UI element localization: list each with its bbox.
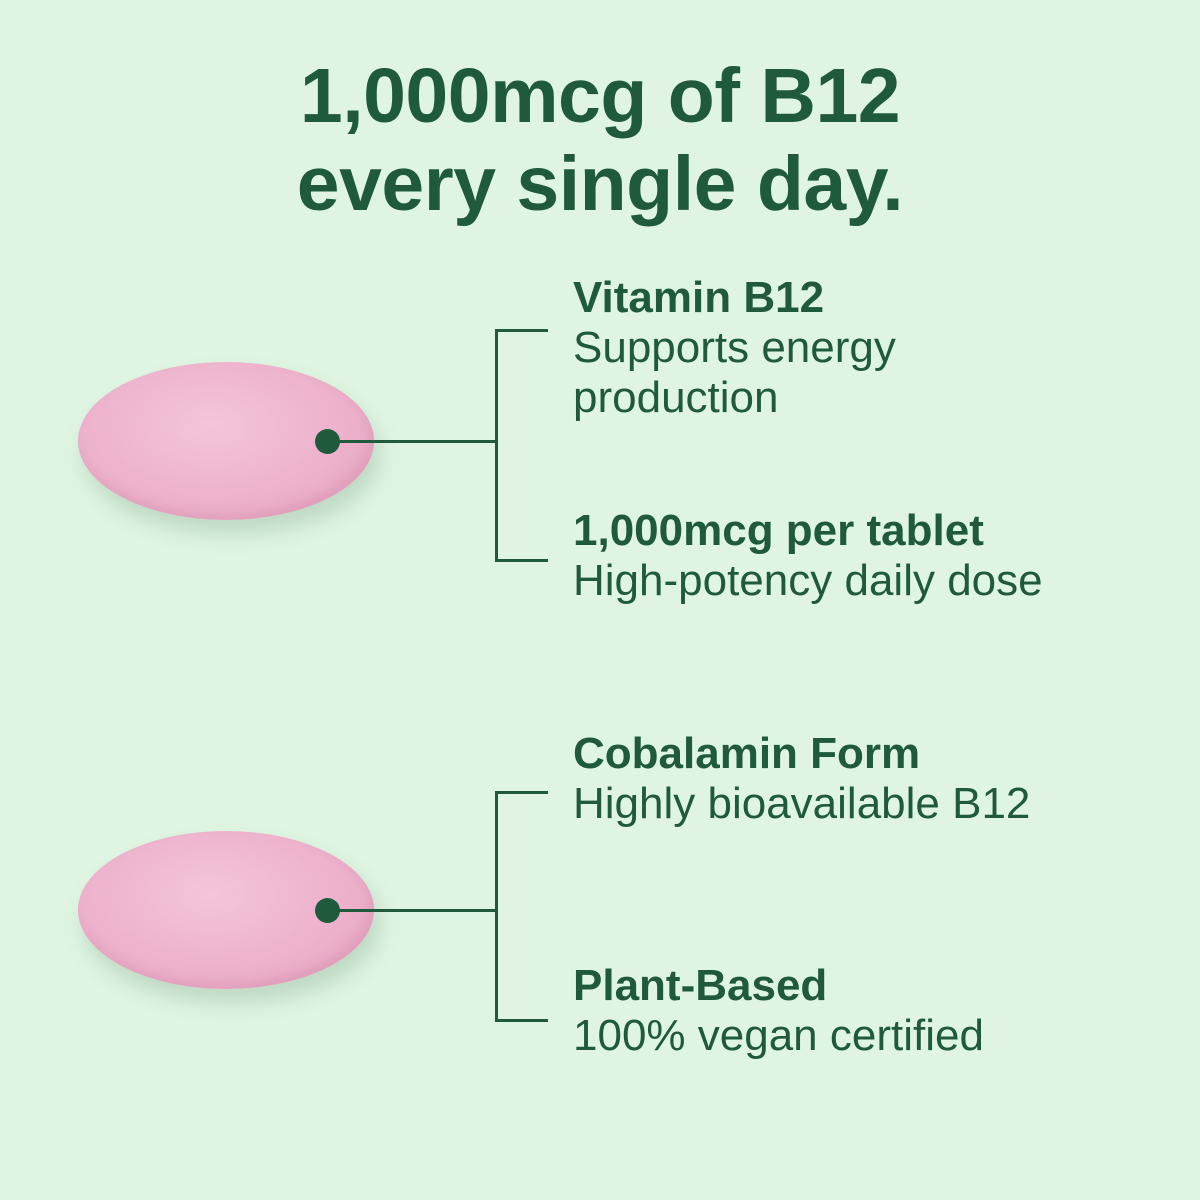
feature-title: Vitamin B12 [573,273,825,322]
feature-dosage: 1,000mcg per tablet High-potency daily d… [573,506,1043,606]
headline-line-1: 1,000mcg of B12 [299,53,901,139]
bracket-bottom-arm [495,1019,548,1022]
feature-description-line-1: Highly bioavailable B12 [573,779,1031,828]
bracket-vertical-line [495,791,498,1022]
bracket-top-arm [495,791,548,794]
feature-vitamin-b12: Vitamin B12 Supports energy production [573,273,896,423]
headline: 1,000mcg of B12 every single day. [0,52,1200,228]
callout-connector-line [327,440,498,443]
bracket-bottom-arm [495,559,548,562]
feature-cobalamin-form: Cobalamin Form Highly bioavailable B12 [573,729,1030,829]
feature-description-line-1: 100% vegan certified [573,1011,984,1060]
feature-title: Cobalamin Form [573,729,921,778]
feature-title: Plant-Based [573,961,828,1010]
feature-description-line-1: Supports energy [573,323,896,372]
feature-description-line-1: High-potency daily dose [573,556,1043,605]
feature-title: 1,000mcg per tablet [573,506,984,555]
feature-plant-based: Plant-Based 100% vegan certified [573,961,984,1061]
bracket-vertical-line [495,329,498,562]
feature-description-line-2: production [573,373,779,422]
headline-line-2: every single day. [296,141,904,227]
bracket-top-arm [495,329,548,332]
callout-connector-line [327,909,498,912]
